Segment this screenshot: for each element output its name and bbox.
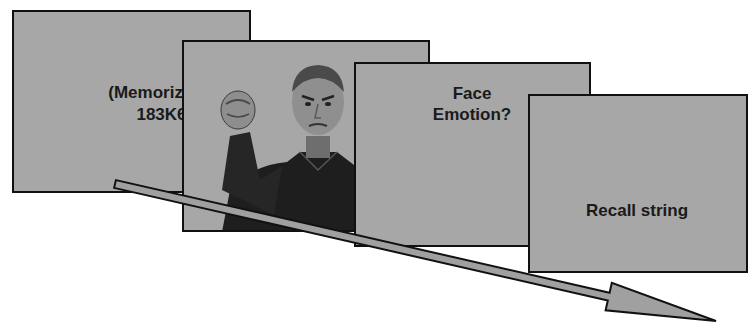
panel-text: (Memorize) bbox=[88, 82, 198, 103]
slide-panel: Recall string bbox=[528, 94, 748, 273]
panel-text: 183K65 bbox=[88, 104, 196, 125]
panel-text: Recall string bbox=[586, 200, 726, 221]
panel-text: Face Emotion? bbox=[426, 83, 518, 125]
